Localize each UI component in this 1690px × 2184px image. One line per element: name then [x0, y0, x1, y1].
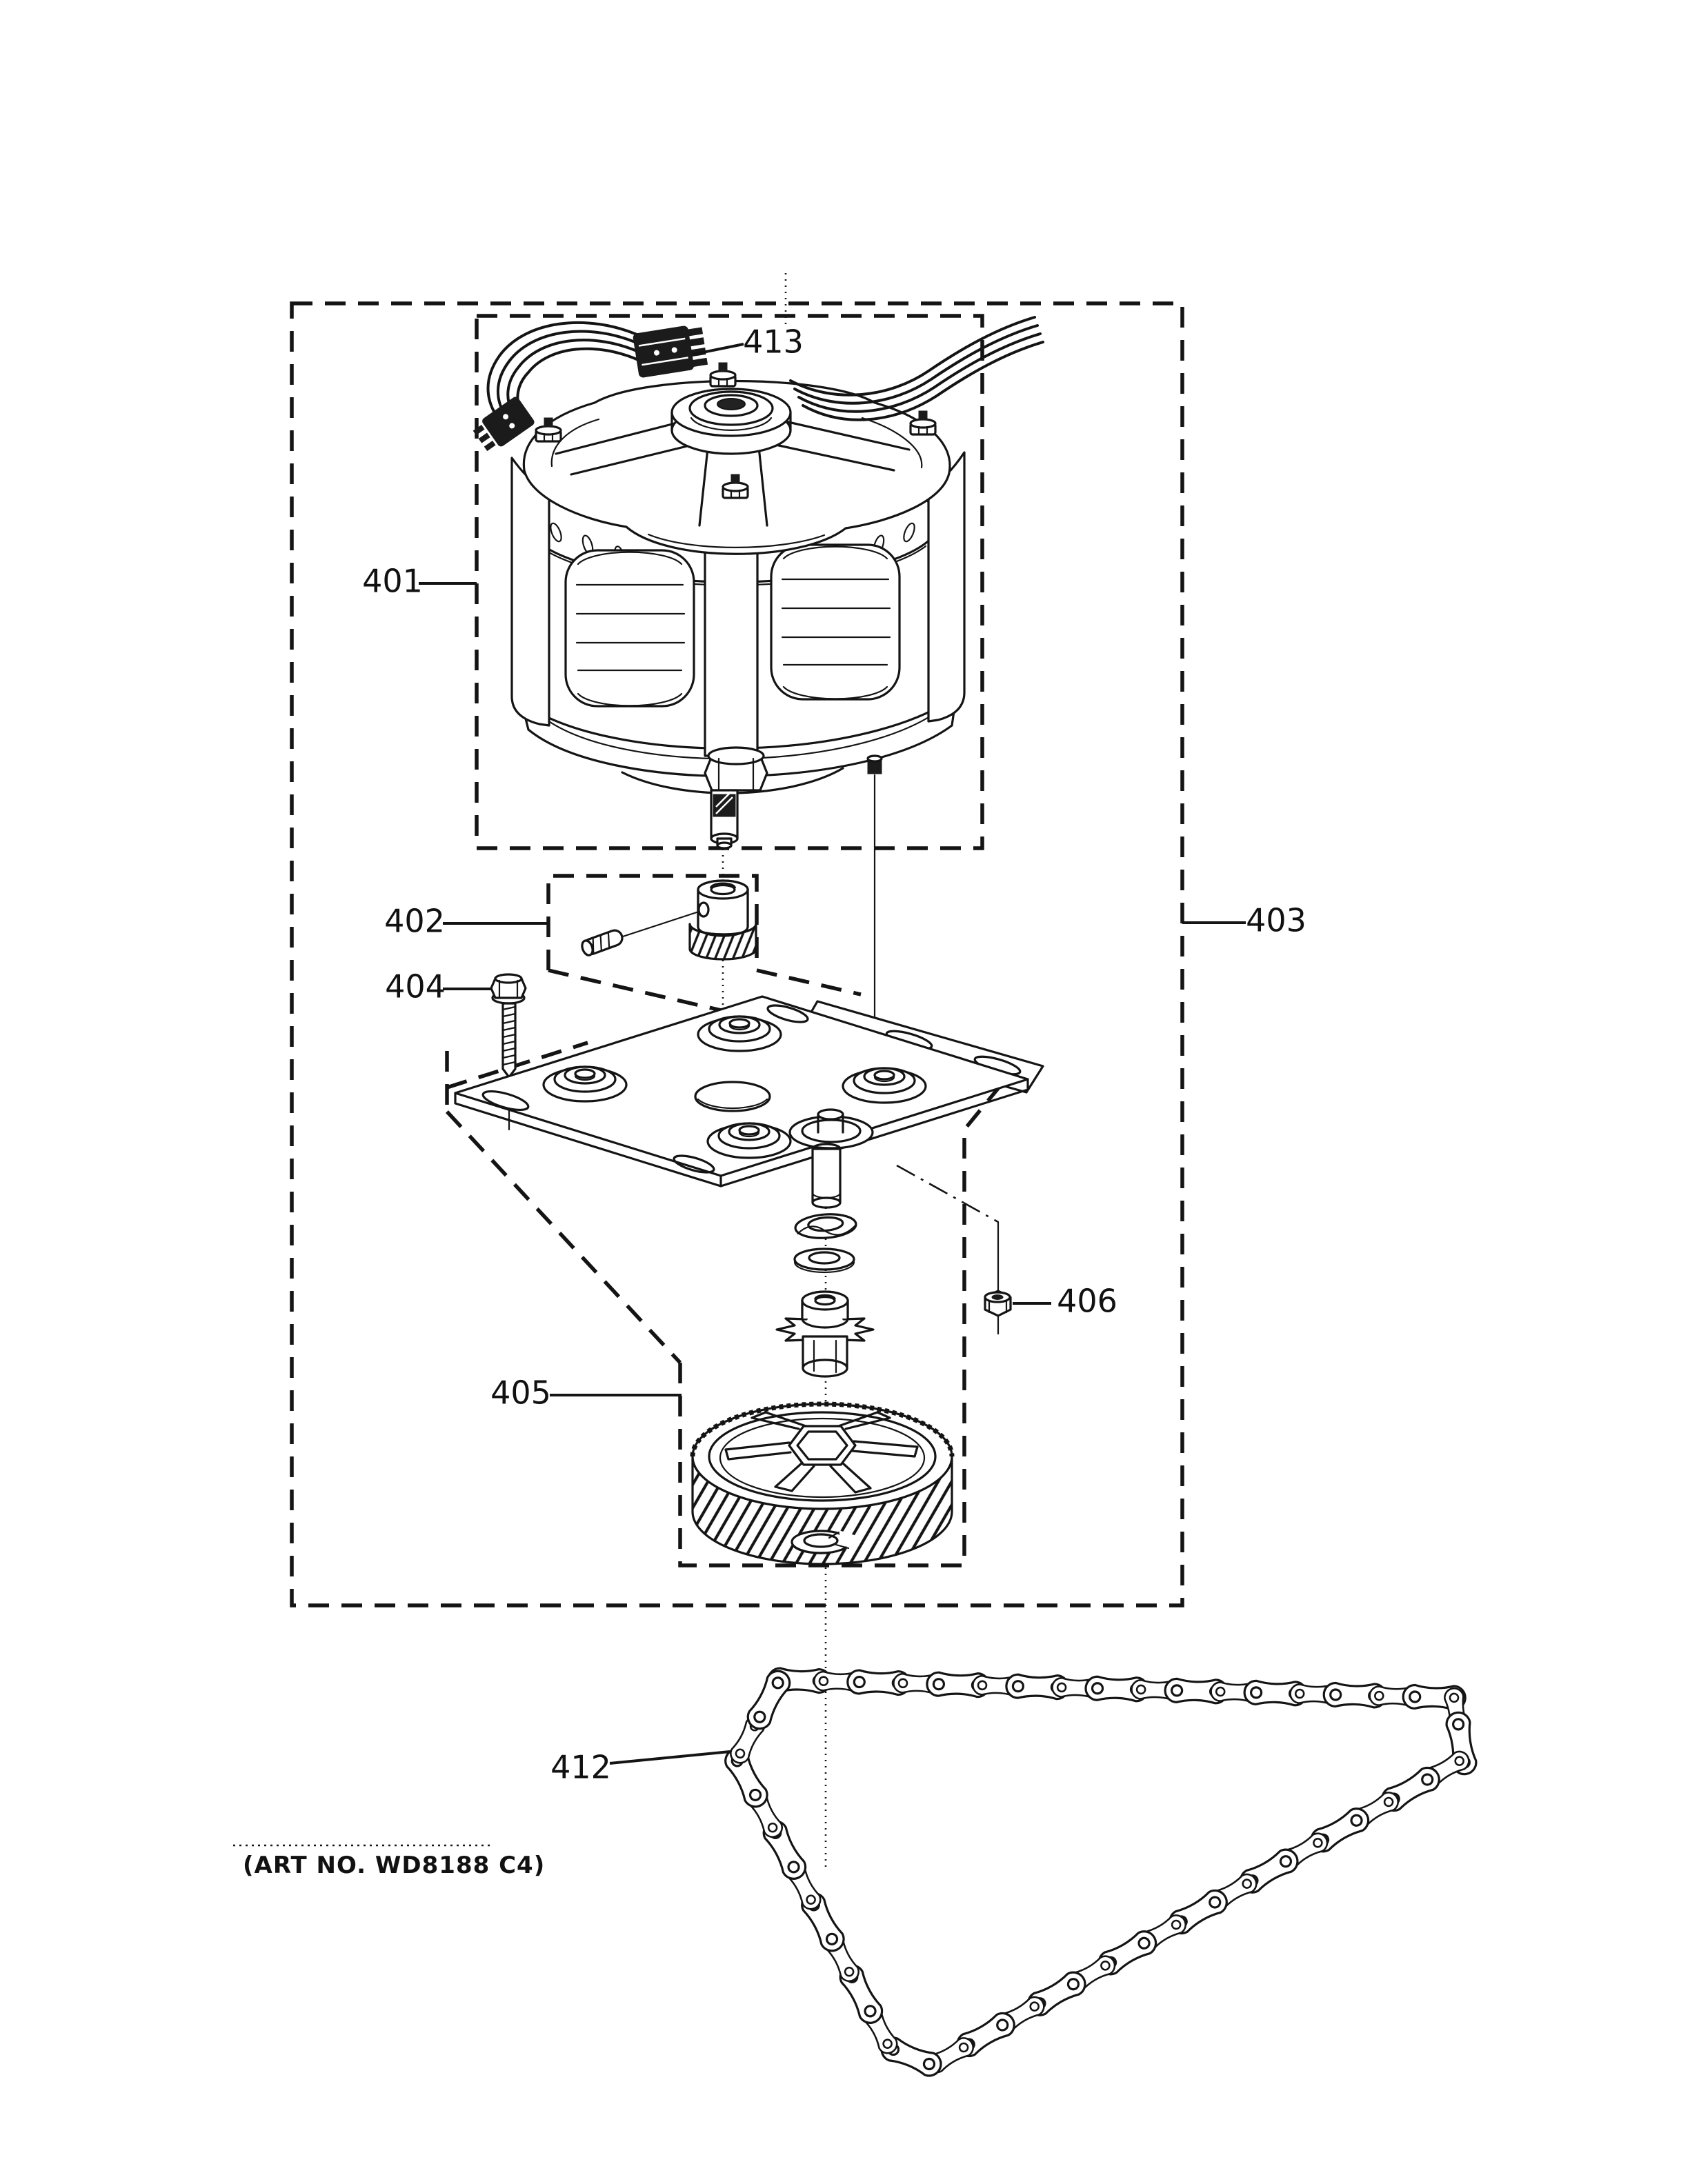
bearing-boss — [670, 388, 792, 455]
roll-pin — [581, 929, 624, 956]
drive-chain — [720, 1665, 1479, 2081]
group-outline-403 — [290, 301, 1184, 1607]
group-outline-plate-connectors — [445, 1041, 682, 1364]
bracket-nut — [909, 410, 937, 436]
cage-strap-right — [927, 451, 966, 723]
pinion-gear — [688, 879, 757, 961]
harness-connector-413 — [633, 325, 708, 378]
gear-spider — [724, 1411, 919, 1494]
isolator-mount — [706, 1122, 792, 1159]
isolator-mount — [842, 1067, 927, 1104]
drive-motor — [473, 316, 1044, 850]
motor-mounting-plate — [454, 995, 1044, 1188]
bracket-nut — [709, 361, 737, 388]
drive-sprocket — [775, 1290, 875, 1378]
isolator-mount — [697, 1015, 782, 1052]
plate-hub — [788, 1108, 874, 1150]
wave-washer — [794, 1213, 857, 1239]
motor-shaft — [704, 746, 768, 850]
part-label-405: 405 — [490, 1374, 551, 1412]
part-label-412: 412 — [550, 1749, 611, 1786]
cage-strap-left — [510, 457, 550, 727]
motor-base — [520, 695, 957, 778]
group-outline-405-gear-box — [678, 1074, 1011, 1567]
flat-washer — [793, 1248, 855, 1274]
plate-center-hole — [694, 1081, 771, 1112]
e-clip-retainer — [791, 1530, 862, 1554]
agitate-shaft — [811, 1143, 842, 1209]
isolator-mount — [542, 1065, 628, 1103]
stator-winding-right — [770, 543, 901, 701]
stator-winding-left — [564, 549, 695, 708]
motor-pinion-assembly — [581, 879, 757, 961]
art-note-text: (ART NO. WD8188 C4) — [243, 1852, 545, 1879]
group-outline-401-motor-box — [475, 314, 984, 850]
cage-strap-front — [704, 530, 759, 757]
callouts: 413 401 402 403 404 405 406 412 — [362, 323, 1306, 1786]
part-label-404: 404 — [385, 968, 446, 1005]
hex-nut — [984, 1290, 1012, 1317]
part-label-402: 402 — [384, 903, 445, 940]
harness-connector-secondary — [473, 397, 535, 452]
wire-harness — [486, 316, 1044, 421]
part-label-406: 406 — [1057, 1283, 1117, 1320]
part-label-403: 403 — [1246, 902, 1306, 939]
part-label-413: 413 — [743, 323, 804, 361]
part-label-401: 401 — [362, 563, 423, 600]
chain-link — [742, 1665, 795, 1734]
art-number-note: (ART NO. WD8188 C4) — [233, 1844, 545, 1879]
bracket-arms — [555, 419, 911, 527]
main-drive-gear — [690, 1401, 955, 1565]
motor-mounting-stud — [866, 754, 883, 774]
motor-top-bracket — [522, 379, 951, 555]
